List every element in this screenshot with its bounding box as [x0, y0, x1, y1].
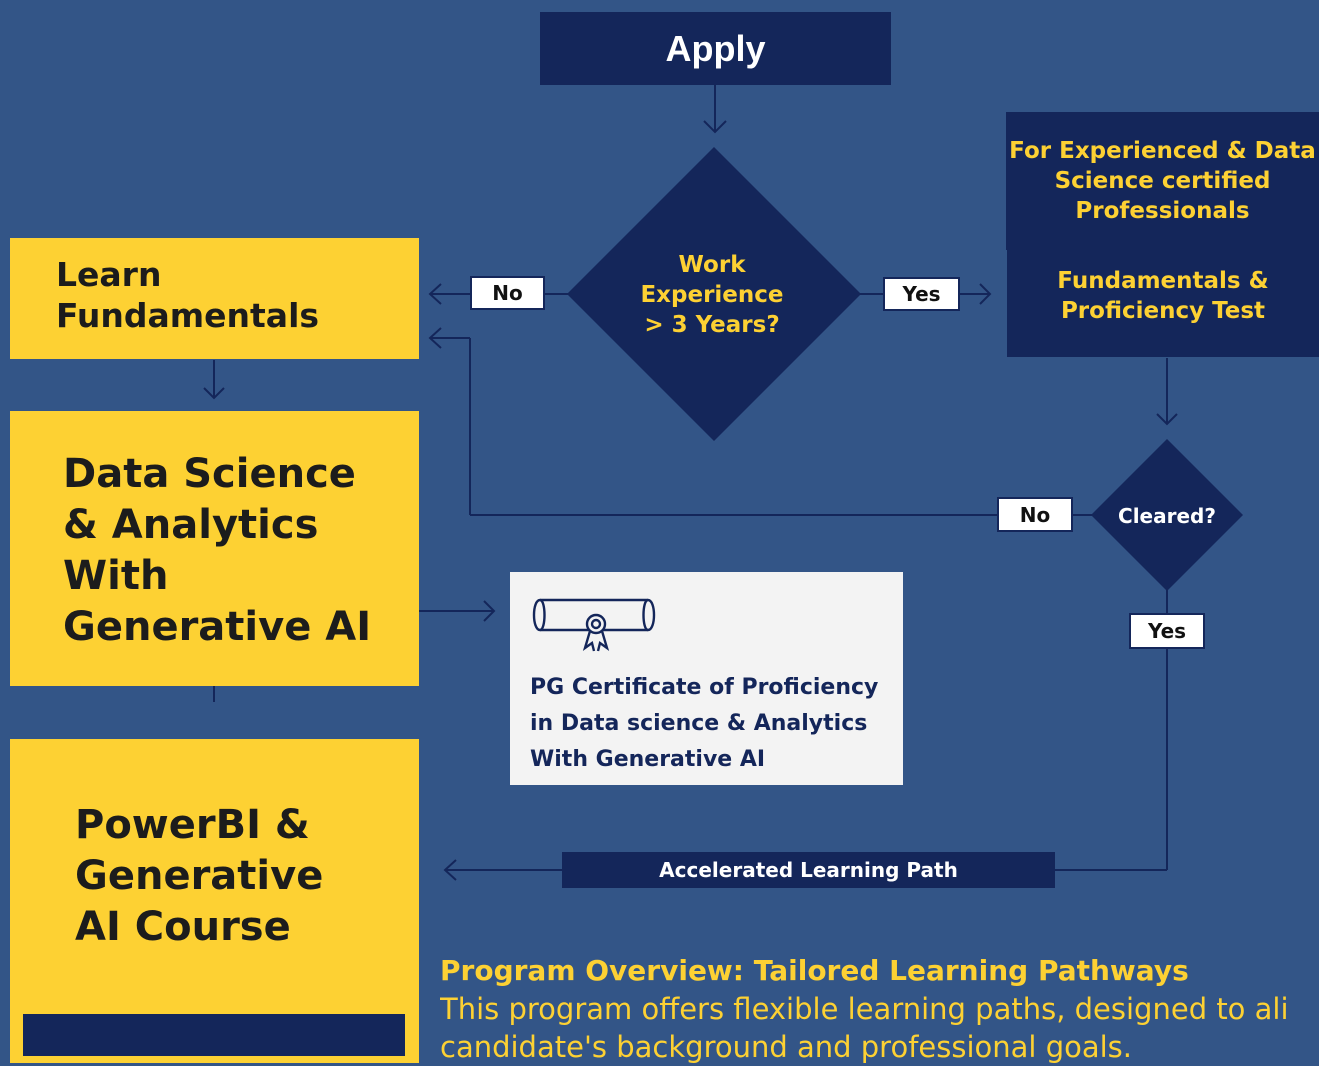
- apply-box: Apply: [540, 12, 891, 85]
- learn-fundamentals-box: Learn Fundamentals: [10, 238, 419, 359]
- program-overview: Program Overview: Tailored Learning Path…: [440, 952, 1319, 1066]
- experience-line-2: Experience: [640, 282, 784, 308]
- ds-line-2: & Analytics: [63, 502, 319, 548]
- fundamentals-line-1: Learn: [56, 255, 162, 294]
- overview-line-2: candidate's background and professional …: [440, 1030, 1133, 1064]
- fundamentals-line-2: Fundamentals: [56, 296, 320, 335]
- powerbi-line-3: AI Course: [75, 904, 291, 950]
- experience-decision-diamond: [567, 147, 861, 441]
- powerbi-course-box: PowerBI & Generative AI Course: [10, 739, 419, 1063]
- experienced-line-3: Professionals: [1075, 198, 1250, 224]
- experience-decision-text: Work Experience > 3 Years?: [612, 250, 812, 340]
- overview-line-1: This program offers flexible learning pa…: [440, 992, 1289, 1026]
- certificate-line-3: With Generative AI: [530, 747, 766, 772]
- yes-label-cleared: Yes: [1129, 613, 1205, 649]
- ds-line-3: With: [63, 553, 169, 599]
- accelerated-path-label: Accelerated Learning Path: [659, 858, 958, 882]
- powerbi-footer-bar: [23, 1014, 405, 1056]
- no-label-cleared: No: [997, 497, 1073, 532]
- experienced-line-2: Science certified: [1054, 168, 1271, 194]
- powerbi-line-1: PowerBI &: [75, 802, 310, 848]
- certificate-scroll-icon: [532, 598, 656, 652]
- experience-line-3: > 3 Years?: [644, 312, 780, 338]
- certificate-line-1: PG Certificate of Proficiency: [530, 675, 879, 700]
- cleared-label: Cleared?: [1118, 504, 1216, 528]
- ds-line-4: Generative AI: [63, 604, 372, 650]
- overview-title: Program Overview: Tailored Learning Path…: [440, 954, 1189, 987]
- proficiency-test-box: Fundamentals & Proficiency Test: [1007, 250, 1319, 357]
- certificate-line-2: in Data science & Analytics: [530, 711, 868, 736]
- experience-line-1: Work: [678, 252, 746, 278]
- cleared-decision-text: Cleared?: [1091, 500, 1243, 532]
- certificate-card: PG Certificate of Proficiency in Data sc…: [510, 572, 903, 785]
- test-line-1: Fundamentals &: [1057, 267, 1269, 294]
- data-science-course-box: Data Science & Analytics With Generative…: [10, 411, 419, 686]
- experienced-line-1: For Experienced & Data: [1009, 138, 1316, 164]
- powerbi-line-2: Generative: [75, 853, 324, 899]
- yes-label-experience: Yes: [883, 277, 960, 311]
- experienced-professionals-box: For Experienced & Data Science certified…: [1006, 112, 1319, 250]
- no-label-experience: No: [470, 276, 545, 310]
- test-line-2: Proficiency Test: [1060, 297, 1266, 324]
- accelerated-path-bar: Accelerated Learning Path: [562, 852, 1055, 888]
- ds-line-1: Data Science: [63, 451, 356, 497]
- apply-label: Apply: [665, 27, 766, 69]
- cleared-decision-diamond: [1091, 439, 1243, 591]
